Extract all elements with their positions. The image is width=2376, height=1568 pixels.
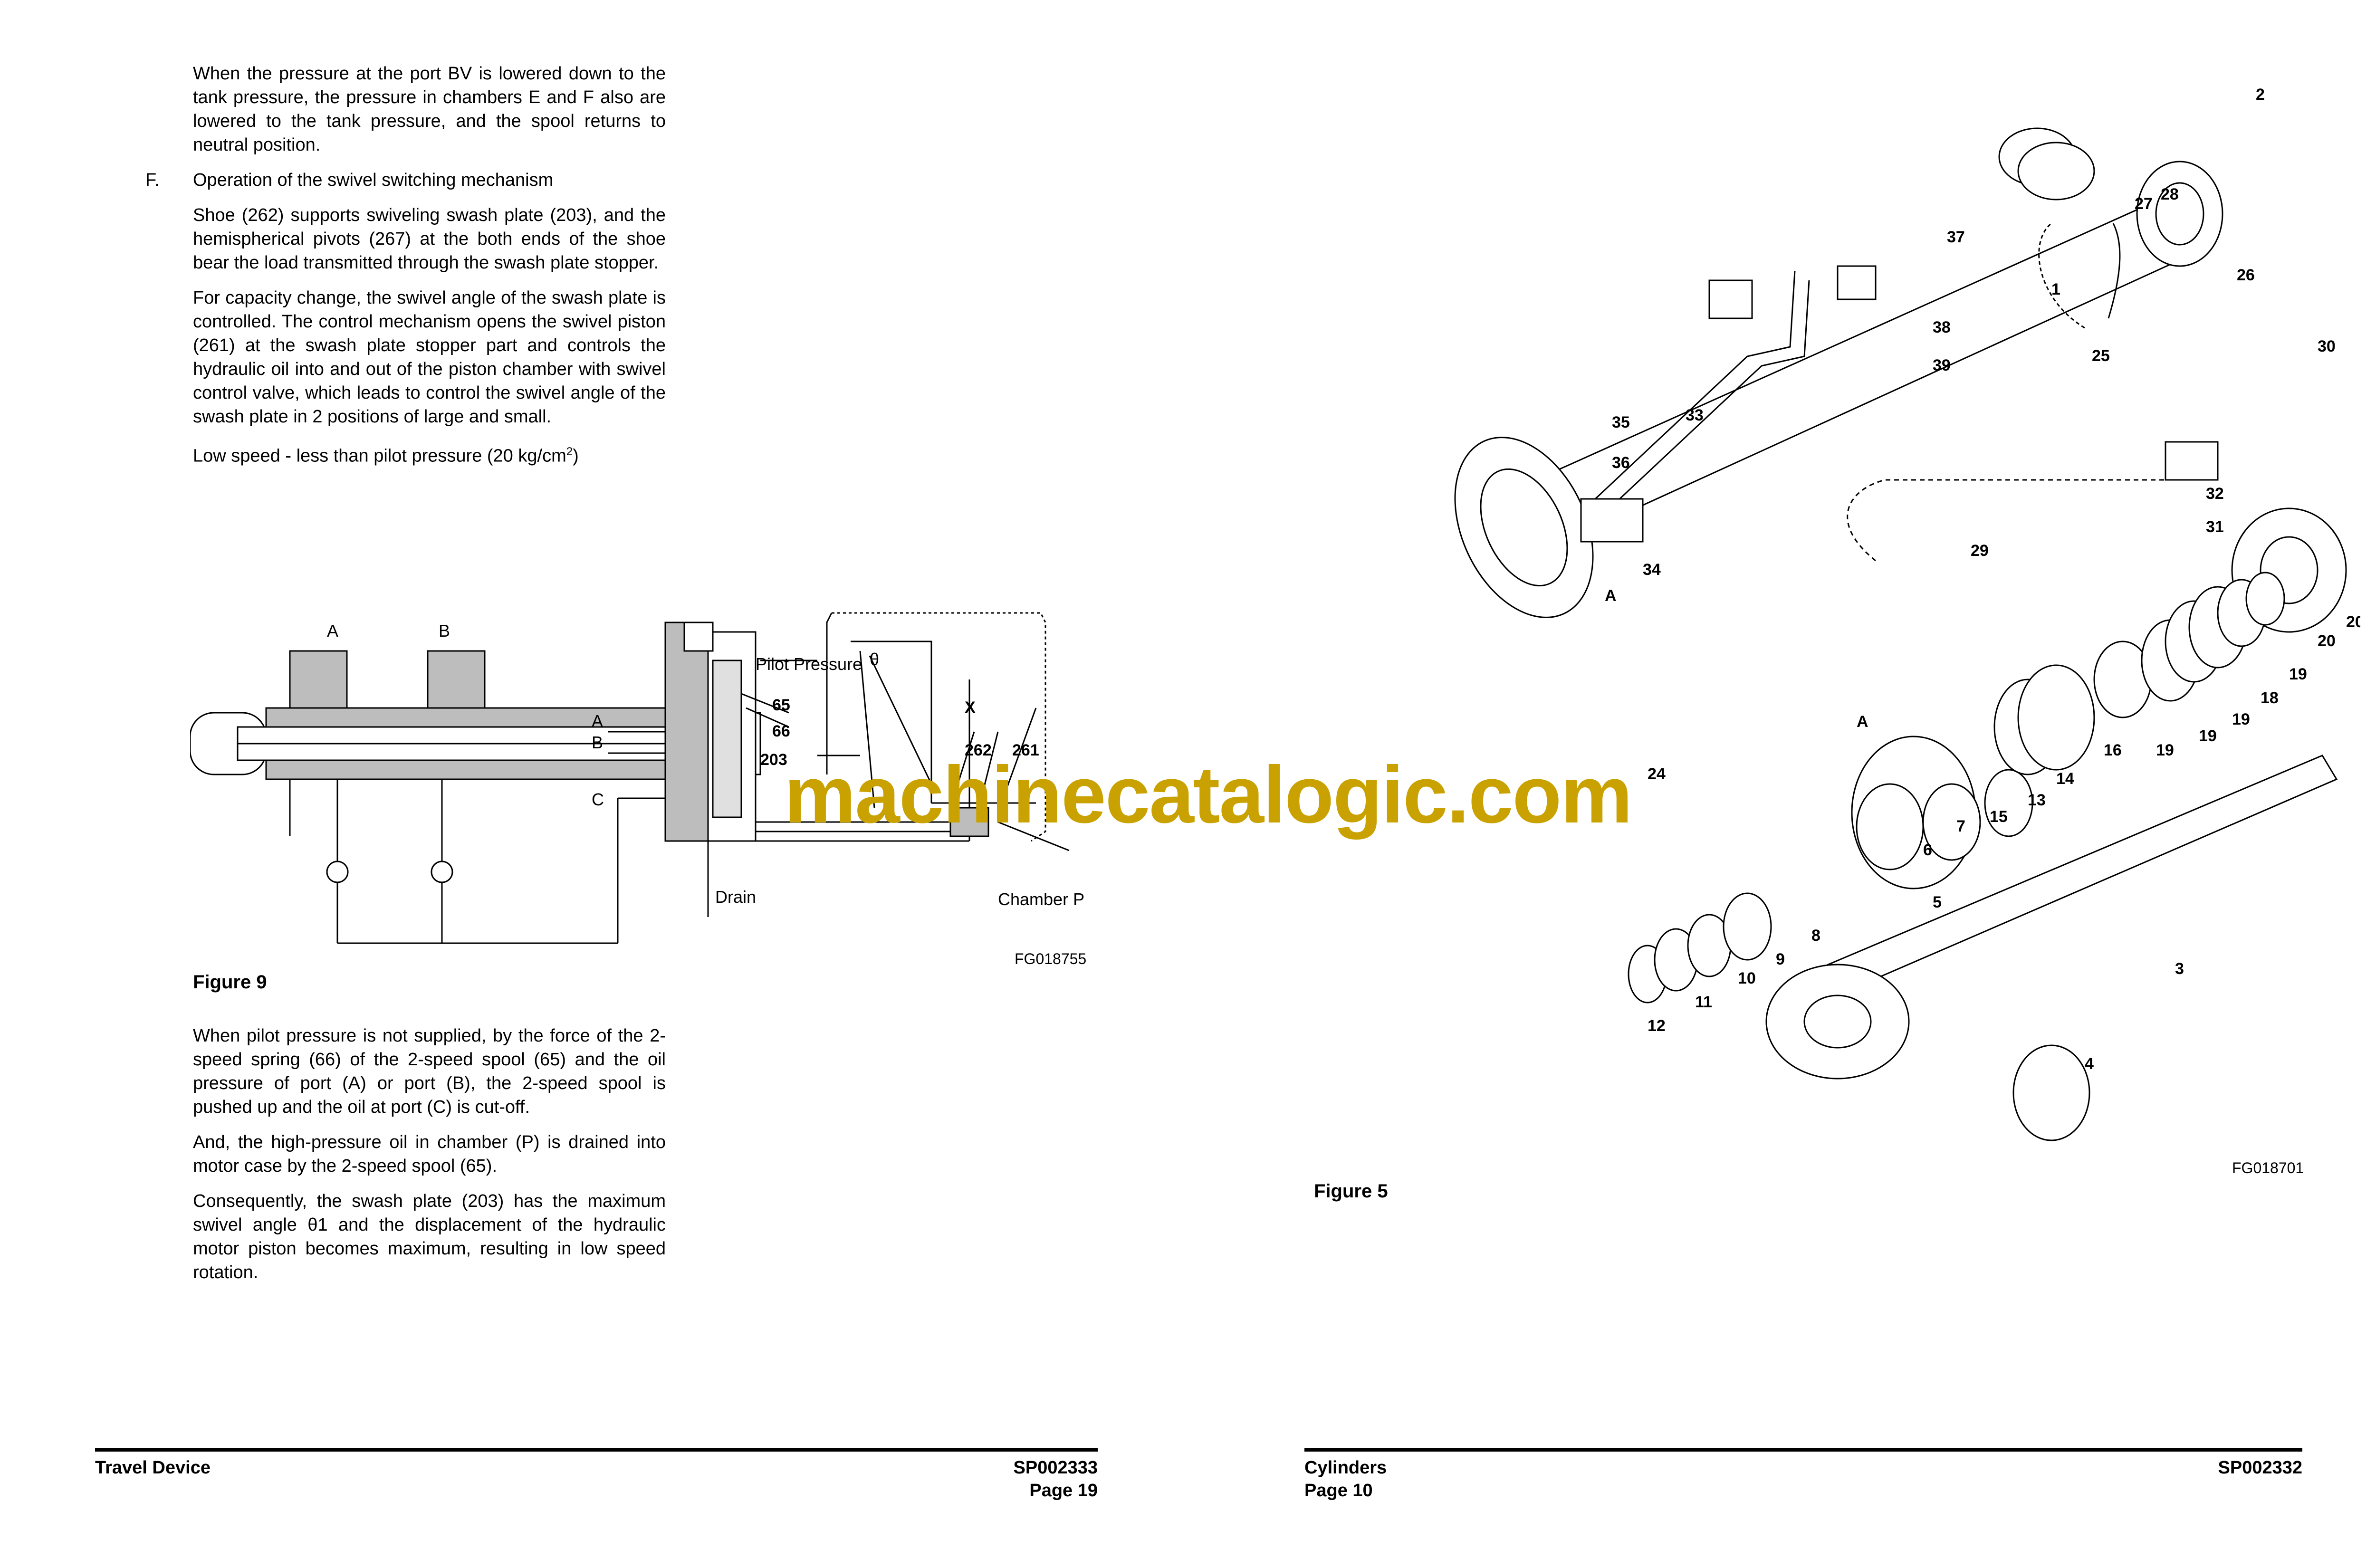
- part-1-label: 1: [2051, 280, 2060, 298]
- part-3-label: 3: [2175, 960, 2184, 978]
- part-40-label: 38: [1933, 318, 1951, 336]
- part-32-label: 30: [2318, 337, 2336, 355]
- text-column-bottom: When pilot pressure is not supplied, by …: [193, 1024, 666, 1296]
- part-19-label-b: 19: [2199, 727, 2217, 745]
- watermark-text: machinecatalogic.com: [784, 750, 1632, 840]
- paragraph-high-pressure: And, the high-pressure oil in chamber (P…: [193, 1132, 666, 1176]
- part-41-label: 39: [1933, 356, 1951, 374]
- part-39-label: 37: [1947, 228, 1965, 246]
- part-26-label: 24: [1648, 765, 1666, 783]
- part-20-label-a: 19: [2289, 665, 2307, 683]
- part-15-label: 15: [1990, 808, 2008, 826]
- right-page: 2 27 28 37 1 26 38 39 25 30 23 22 33 35 …: [1196, 0, 2376, 1568]
- part-22-label: 20: [2346, 613, 2360, 631]
- part-12-label: 12: [1648, 1017, 1666, 1035]
- part-16-label: 16: [2104, 741, 2122, 759]
- part-6-label: 6: [1923, 841, 1932, 859]
- section-heading: F. Operation of the swivel switching mec…: [145, 168, 666, 192]
- right-footer-title: Cylinders: [1304, 1458, 1387, 1478]
- part-30-label: 28: [2161, 185, 2179, 203]
- part-29-label: 27: [2135, 195, 2153, 213]
- part-2-label: 2: [2256, 86, 2265, 104]
- paragraph-consequently: Consequently, the swash plate (203) has …: [193, 1191, 666, 1282]
- drain-label: Drain: [715, 887, 756, 907]
- right-footer-rule: [1304, 1448, 2302, 1452]
- part-14-label: 14: [2056, 770, 2074, 788]
- part-34-label: 32: [2206, 485, 2224, 503]
- paragraph-shoe: Shoe (262) supports swiveling swash plat…: [193, 205, 666, 273]
- figure-5-caption: Figure 5: [1314, 1181, 1388, 1202]
- part-a-label-top: A: [1605, 587, 1617, 605]
- figure-9-code: FG018755: [1015, 950, 1087, 967]
- theta-label: θ: [870, 650, 879, 669]
- paragraph-pilot: When pilot pressure is not supplied, by …: [193, 1026, 666, 1117]
- part-9-label: 9: [1776, 950, 1785, 968]
- left-page: When the pressure at the port BV is lowe…: [95, 62, 1098, 1501]
- part-38-label: 36: [1612, 454, 1630, 472]
- part-66-label: 66: [772, 722, 790, 740]
- port-b-label: B: [439, 621, 450, 641]
- chamber-p-label: Chamber P: [998, 889, 1084, 909]
- part-18-label: 19: [2232, 710, 2250, 728]
- part-261-label: 261: [1012, 741, 1039, 759]
- part-10-label: 10: [1738, 969, 1756, 987]
- low-speed-close: ): [573, 446, 579, 466]
- port-a-label: A: [327, 621, 338, 641]
- part-a-label-mid: A: [1857, 713, 1868, 731]
- figure-5-cylinder-exploded-view: 2 27 28 37 1 26 38 39 25 30 23 22 33 35 …: [1454, 86, 2360, 1141]
- part-36-label: 34: [1643, 561, 1661, 579]
- part-8-label: 8: [1811, 927, 1820, 945]
- port-c-label: C: [592, 790, 604, 809]
- part-20-label-b: 19: [2156, 741, 2174, 759]
- pilot-pressure-label: Pilot Pressure: [756, 654, 862, 674]
- part-203-label: 203: [760, 751, 787, 769]
- figure-9-caption: Figure 9: [193, 972, 267, 993]
- left-footer-code: SP002333: [1013, 1458, 1098, 1478]
- figure-9-hydraulic-diagram: A B A B C Pilot Pressure θ 65 66 X 203 2…: [190, 612, 1084, 944]
- part-5-label: 5: [1933, 893, 1942, 911]
- part-11-label: 11: [1695, 993, 1712, 1011]
- low-speed-superscript: 2: [566, 445, 573, 458]
- part-7-label: 7: [1956, 817, 1965, 835]
- left-footer-page: Page 19: [1029, 1481, 1098, 1501]
- part-33-label: 31: [2206, 518, 2224, 536]
- left-footer-rule: [95, 1448, 1098, 1452]
- paragraph-intro: When the pressure at the port BV is lowe…: [193, 64, 666, 155]
- part-35-label: 33: [1686, 406, 1704, 424]
- paragraph-low-speed: Low speed - less than pilot pressure (20…: [193, 440, 666, 468]
- right-footer-code: SP002332: [2218, 1458, 2303, 1478]
- port-b2-label: B: [592, 733, 603, 752]
- part-37-label: 35: [1612, 413, 1630, 431]
- section-letter: F.: [145, 170, 160, 190]
- part-21-label: 20: [2318, 632, 2336, 650]
- part-19-label-a: 18: [2261, 689, 2279, 707]
- left-footer-title: Travel Device: [95, 1458, 211, 1478]
- low-speed-text: Low speed - less than pilot pressure (20…: [193, 446, 566, 466]
- port-a2-label: A: [592, 711, 603, 731]
- figure-5-part-labels: 2 27 28 37 1 26 38 39 25 30 23 22 33 35 …: [1605, 86, 2360, 1073]
- part-28-label: 26: [2237, 266, 2255, 284]
- part-27-label: 25: [2092, 347, 2110, 365]
- x-label: X: [965, 698, 976, 717]
- part-31-label: 29: [1971, 542, 1989, 560]
- part-4-label: 4: [2085, 1055, 2094, 1073]
- paragraph-capacity: For capacity change, the swivel angle of…: [193, 288, 666, 427]
- right-footer-page: Page 10: [1304, 1481, 1373, 1501]
- part-65-label: 65: [772, 696, 790, 714]
- text-column-top: When the pressure at the port BV is lowe…: [145, 62, 666, 479]
- figure-5-code: FG018701: [2232, 1159, 2304, 1176]
- part-13-label: 13: [2028, 791, 2046, 809]
- section-title: Operation of the swivel switching mechan…: [193, 170, 554, 190]
- part-262-label: 262: [965, 741, 992, 759]
